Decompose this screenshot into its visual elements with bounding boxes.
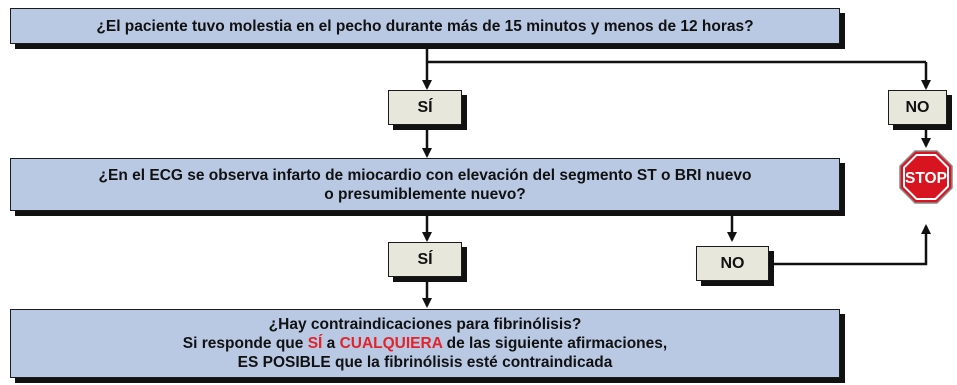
- q1-yes-box: SÍ: [388, 90, 462, 125]
- q2-yes-label: SÍ: [417, 250, 433, 268]
- question-ecg-stemi: ¿En el ECG se observa infarto de miocard…: [10, 158, 840, 211]
- stop-sign-text: STOP: [905, 170, 947, 187]
- q1-no-label: NO: [905, 98, 930, 116]
- question-ecg-stemi-line1: ¿En el ECG se observa infarto de miocard…: [98, 166, 752, 184]
- line2-highlight-si: SÍ: [307, 335, 323, 352]
- question-chest-discomfort: ¿El paciente tuvo molestia en el pecho d…: [10, 8, 840, 44]
- q2-no-box: NO: [696, 246, 769, 281]
- line2-text-a: Si responde que: [182, 335, 308, 352]
- line2-text-c: a: [322, 335, 340, 352]
- q1-yes-label: SÍ: [417, 98, 433, 116]
- arrow-q2-no-to-stop: [769, 224, 931, 266]
- question-fibrinolysis-contraindications: ¿Hay contraindicaciones para fibrinólisi…: [10, 309, 840, 378]
- stop-sign-icon: STOP: [899, 150, 953, 204]
- contraindications-line1: ¿Hay contraindicaciones para fibrinólisi…: [268, 316, 582, 333]
- q2-yes-box: SÍ: [388, 242, 462, 277]
- line2-highlight-cualquiera: CUALQUIERA: [339, 335, 443, 352]
- contraindications-line3: ES POSIBLE que la fibrinólisis esté cont…: [237, 354, 613, 371]
- question-ecg-stemi-line2: o presumiblemente nuevo?: [324, 185, 526, 203]
- contraindications-line2: Si responde que SÍ a CUALQUIERA de las s…: [183, 334, 667, 353]
- q2-no-label: NO: [720, 254, 745, 272]
- question-chest-discomfort-text: ¿El paciente tuvo molestia en el pecho d…: [96, 17, 754, 35]
- line2-text-e: de las siguiente afirmaciones,: [442, 335, 668, 352]
- q1-no-box: NO: [888, 90, 947, 125]
